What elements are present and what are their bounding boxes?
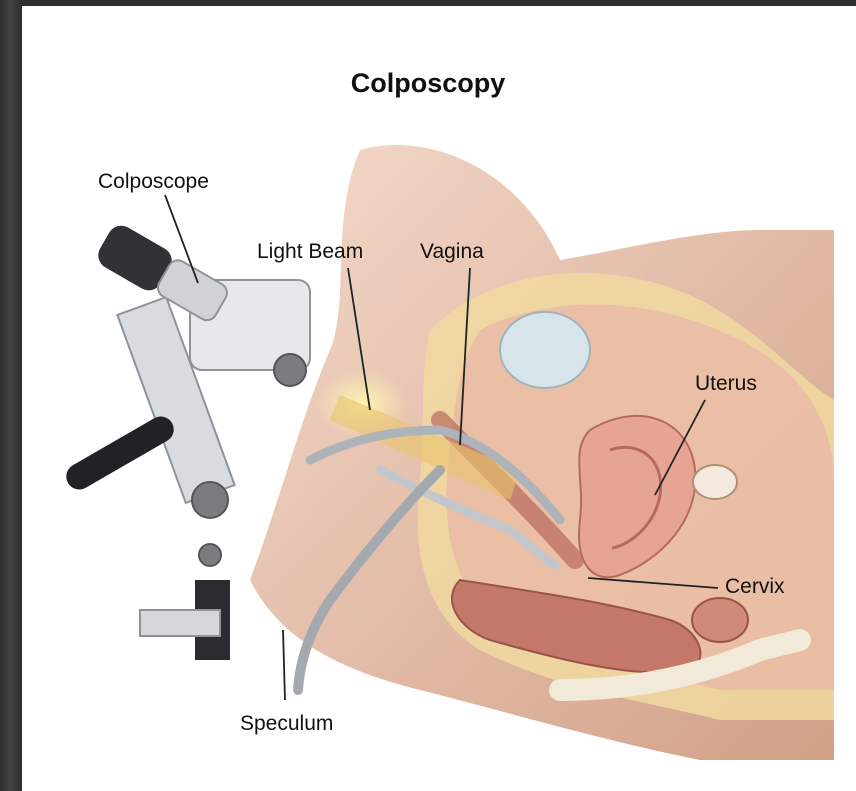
label-light-beam: Light Beam bbox=[257, 240, 363, 264]
label-speculum: Speculum bbox=[240, 712, 333, 736]
page-title: Colposcopy bbox=[0, 68, 856, 99]
ovary bbox=[693, 465, 737, 499]
bladder bbox=[500, 312, 590, 388]
label-cervix: Cervix bbox=[725, 575, 785, 599]
label-colposcope: Colposcope bbox=[98, 170, 209, 194]
label-vagina: Vagina bbox=[420, 240, 484, 264]
leader-speculum bbox=[283, 630, 285, 700]
label-uterus: Uterus bbox=[695, 372, 757, 396]
bowel-loop bbox=[692, 598, 748, 642]
